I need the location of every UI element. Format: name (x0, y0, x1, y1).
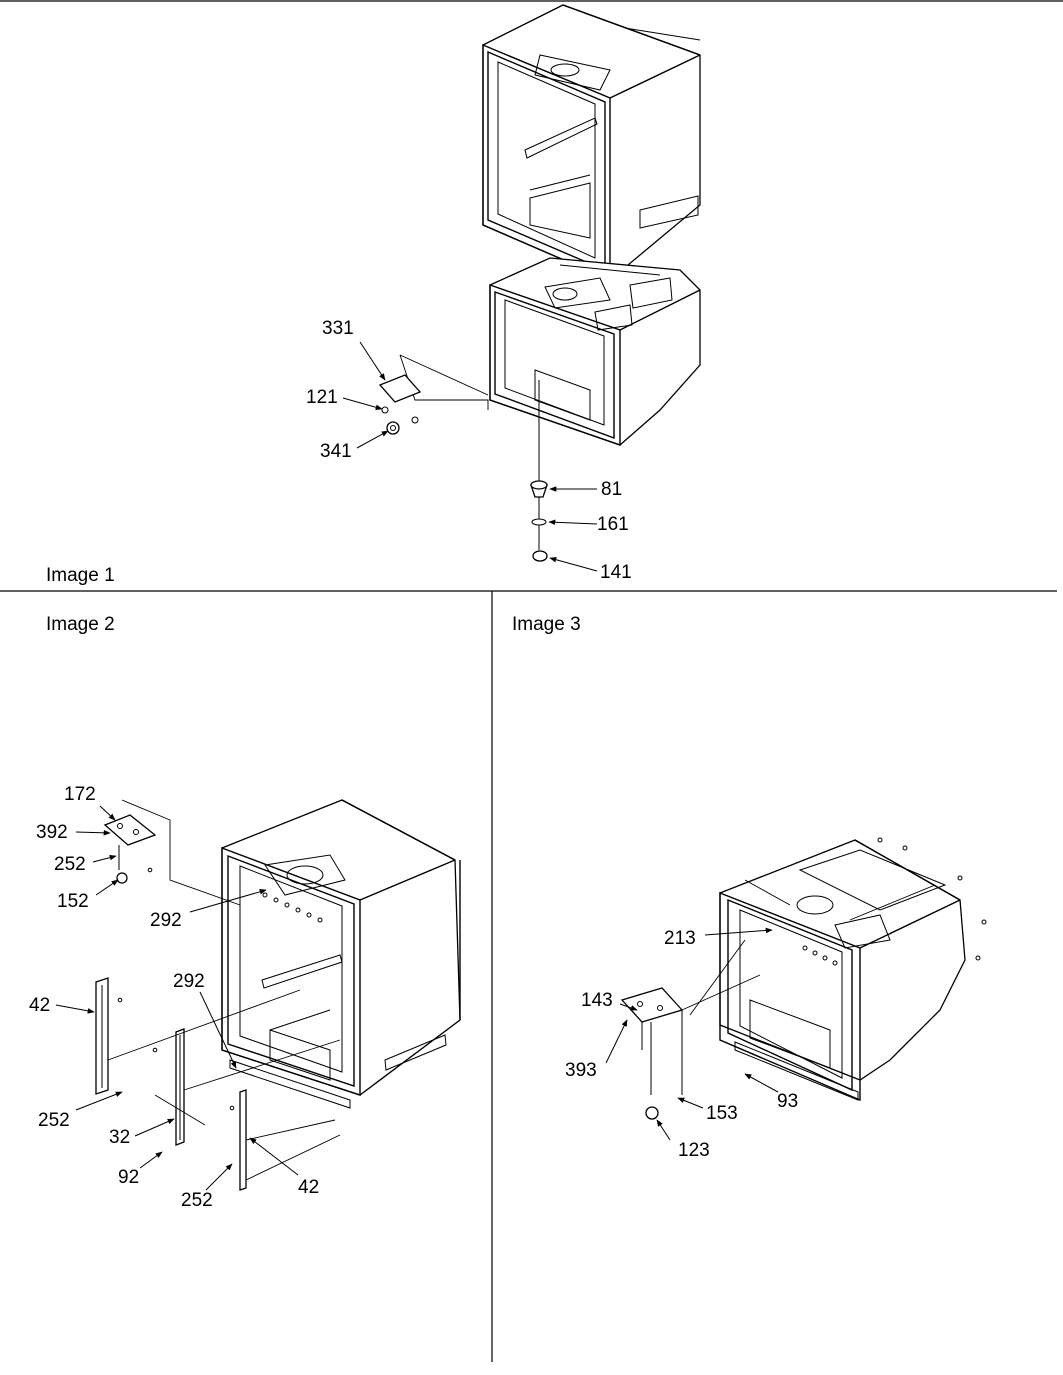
leader-lines-image-1 (342, 341, 598, 572)
callout-141: 141 (600, 562, 632, 583)
callout-341: 341 (320, 441, 352, 462)
image-2-drawing: 172 392 252 152 292 292 42 252 32 92 252… (29, 784, 461, 1211)
panel-caption-image-3: Image 3 (512, 614, 581, 635)
hinge-bracket-assembly (378, 354, 489, 435)
callout-331: 331 (322, 318, 354, 339)
callout-172: 172 (64, 784, 96, 805)
callout-121: 121 (306, 387, 338, 408)
callout-153: 153 (706, 1103, 738, 1124)
hinge-bracket-image-2 (103, 799, 241, 906)
callout-42-a: 42 (29, 995, 50, 1016)
callout-32: 32 (109, 1127, 130, 1148)
lower-freezer-liner (489, 257, 701, 446)
upper-cabinet-liner (482, 4, 701, 282)
callout-123: 123 (678, 1140, 710, 1161)
callout-143: 143 (581, 990, 613, 1011)
callout-93: 93 (777, 1091, 798, 1112)
callout-161: 161 (597, 514, 629, 535)
callout-42-b: 42 (298, 1177, 319, 1198)
callout-252-c: 252 (181, 1190, 213, 1211)
leader-lines-image-3 (605, 927, 779, 1141)
callout-392: 392 (36, 822, 68, 843)
callout-213: 213 (664, 928, 696, 949)
hinge-bracket-image-3 (620, 939, 761, 1120)
callout-252: 252 (54, 854, 86, 875)
callout-81: 81 (601, 479, 622, 500)
callout-292-b: 292 (173, 971, 205, 992)
drain-trap-stack (530, 380, 548, 562)
cabinet-liner-image-3 (719, 837, 987, 1102)
callout-152: 152 (57, 891, 89, 912)
cabinet-liner-image-2 (221, 799, 461, 1109)
panel-caption-image-2: Image 2 (46, 614, 115, 635)
image-1-drawing: 331 121 341 81 161 141 (306, 4, 701, 583)
callout-292-a: 292 (150, 910, 182, 931)
callout-393: 393 (565, 1060, 597, 1081)
image-3-drawing: 213 143 393 153 93 123 (565, 837, 987, 1161)
panel-caption-image-1: Image 1 (46, 565, 115, 586)
leader-lines-image-2 (55, 805, 299, 1191)
callout-252-b: 252 (38, 1110, 70, 1131)
callout-92: 92 (118, 1167, 139, 1188)
shelf-ladder-rails (95, 977, 341, 1191)
